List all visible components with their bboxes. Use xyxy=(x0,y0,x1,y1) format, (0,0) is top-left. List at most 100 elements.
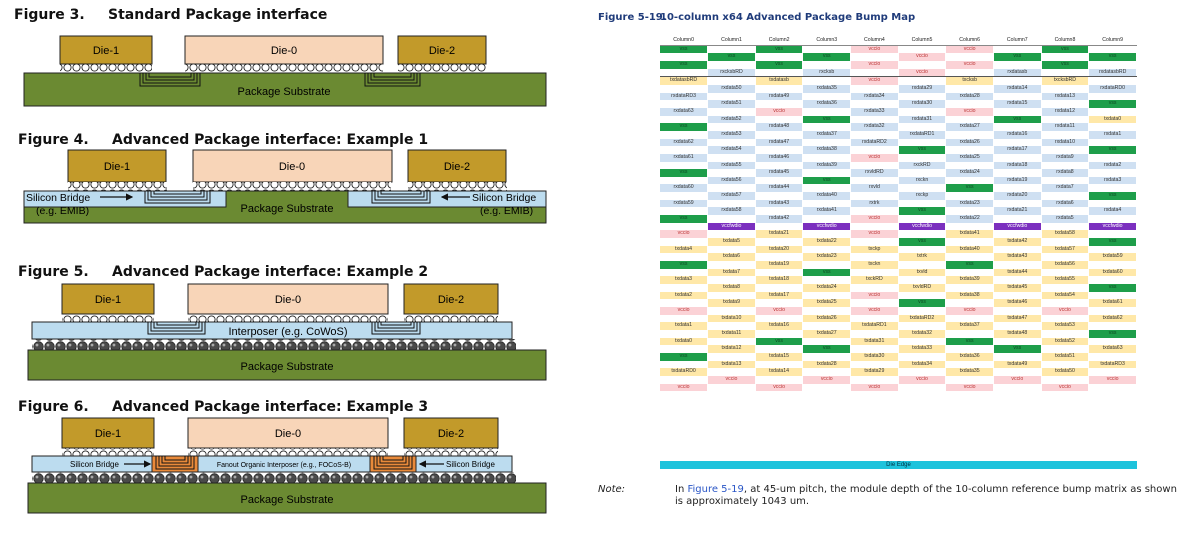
note-prefix: In xyxy=(675,484,688,495)
bump-cell: rxdata31 xyxy=(898,115,947,124)
bump-cell xyxy=(1088,291,1137,300)
column-header: Column2 xyxy=(755,37,804,46)
bump-cell xyxy=(945,238,994,246)
bump-cell xyxy=(1088,45,1137,54)
bump-cell xyxy=(660,192,709,200)
bridge-right-label-line2: (e.g. EMIB) xyxy=(480,205,533,217)
bump-cell xyxy=(707,322,756,330)
bump-cell xyxy=(755,207,804,216)
bump-cell: vccio xyxy=(802,375,852,384)
bump-cell xyxy=(993,76,1042,85)
figure-6-caption: Advanced Package interface: Example 3 xyxy=(112,399,429,415)
bump-cell: txdata6 xyxy=(707,253,756,262)
bump-cell: rxdata57 xyxy=(707,192,756,200)
bump-cell: vccio xyxy=(850,383,899,392)
bump-cell: rxdata50 xyxy=(707,84,756,93)
bump-cell xyxy=(1041,192,1090,200)
die-0-label: Die-0 xyxy=(275,294,301,306)
column-header: Column6 xyxy=(945,37,994,46)
bump-cell: txdata46 xyxy=(993,299,1042,307)
bump-cell: vss xyxy=(1088,238,1137,246)
bump-cell: rxdata51 xyxy=(707,100,756,108)
bump-cell xyxy=(993,368,1042,376)
bump-cell xyxy=(660,115,709,124)
bump-cell xyxy=(802,169,852,177)
bump-cell xyxy=(850,68,899,78)
bump-cell: txdata47 xyxy=(993,314,1042,323)
bump-cell xyxy=(850,360,899,369)
bump-cell: vccio xyxy=(850,153,899,162)
bump-cell: rxvld xyxy=(850,184,899,193)
package-substrate-block xyxy=(27,349,547,381)
bump-cell: txdata35 xyxy=(945,368,994,376)
bump-cell: vss xyxy=(660,123,709,131)
bump-cell xyxy=(1088,368,1137,376)
bump-cell: vss xyxy=(1088,329,1137,338)
bump-cell: vccio xyxy=(850,215,899,223)
column-header: Column3 xyxy=(802,37,852,46)
bump-cell xyxy=(850,314,899,323)
bump-cell xyxy=(755,253,804,262)
bump-cell: rxdata41 xyxy=(802,207,852,216)
bump-cell xyxy=(1041,68,1090,78)
bump-cell: txdata38 xyxy=(945,291,994,300)
bump-cell: vccio xyxy=(1041,383,1090,392)
bump-cell: vccio xyxy=(850,306,899,315)
bump-cell: rxdataRD0 xyxy=(1088,84,1137,93)
package-diagrams: Die-1 Die-0 Die-2 Package Substrate Die-… xyxy=(23,35,547,514)
bump-cell xyxy=(993,169,1042,177)
bump-cell: vss xyxy=(945,184,994,193)
die-0-block xyxy=(192,149,393,183)
bump-cell: txdata25 xyxy=(802,299,852,307)
bump-cell: vccfwdio xyxy=(802,222,852,231)
bump-cell xyxy=(1041,268,1090,277)
bump-cell xyxy=(993,383,1042,392)
figure-link[interactable]: Figure 5-19 xyxy=(687,484,744,495)
bump-cell: rxdata1 xyxy=(1088,130,1137,139)
figure-4-caption: Advanced Package interface: Example 1 xyxy=(112,132,429,148)
bump-cell: vccio xyxy=(945,383,994,392)
bump-cell xyxy=(1041,176,1090,185)
bump-cell: txdata10 xyxy=(707,314,756,323)
figure-5-title: Figure 5.Advanced Package interface: Exa… xyxy=(18,264,428,280)
bump-cell: rxdata42 xyxy=(755,215,804,223)
bump-cell: txcksbRD xyxy=(1041,76,1090,85)
bump-cell: rxdata38 xyxy=(802,146,852,154)
bump-cell: rxdata40 xyxy=(802,192,852,200)
die-edge-bar: Die Edge xyxy=(660,461,1137,469)
bump-cell xyxy=(898,261,947,269)
bump-cell: rxckp xyxy=(898,192,947,200)
bump-cell xyxy=(802,92,852,101)
micro-bumps xyxy=(60,64,152,73)
bump-cell xyxy=(850,176,899,185)
bump-cell: txdata58 xyxy=(1041,230,1090,239)
bump-cell: vccio xyxy=(945,306,994,315)
column-header: Column8 xyxy=(1041,37,1090,46)
bump-cell xyxy=(945,268,994,277)
substrate-label: Package Substrate xyxy=(241,494,334,506)
bump-cell: vss xyxy=(755,45,804,54)
bump-cell: vss xyxy=(945,337,994,346)
bump-cell: vss xyxy=(1041,60,1090,69)
bump-cell: vss xyxy=(660,352,709,361)
bump-cell xyxy=(945,253,994,262)
bump-cell xyxy=(993,184,1042,193)
bump-cell: rxdata61 xyxy=(660,153,709,162)
bump-cell xyxy=(945,207,994,216)
die-0-label: Die-0 xyxy=(275,428,301,440)
fig6-bridge-right-label: Silicon Bridge xyxy=(446,460,495,469)
bump-cell xyxy=(660,314,709,323)
bump-cell: vccio xyxy=(850,291,899,300)
bump-cell: rxdata16 xyxy=(993,130,1042,139)
bump-cell: rxdata44 xyxy=(755,184,804,193)
bump-cell: rxdata18 xyxy=(993,161,1042,170)
